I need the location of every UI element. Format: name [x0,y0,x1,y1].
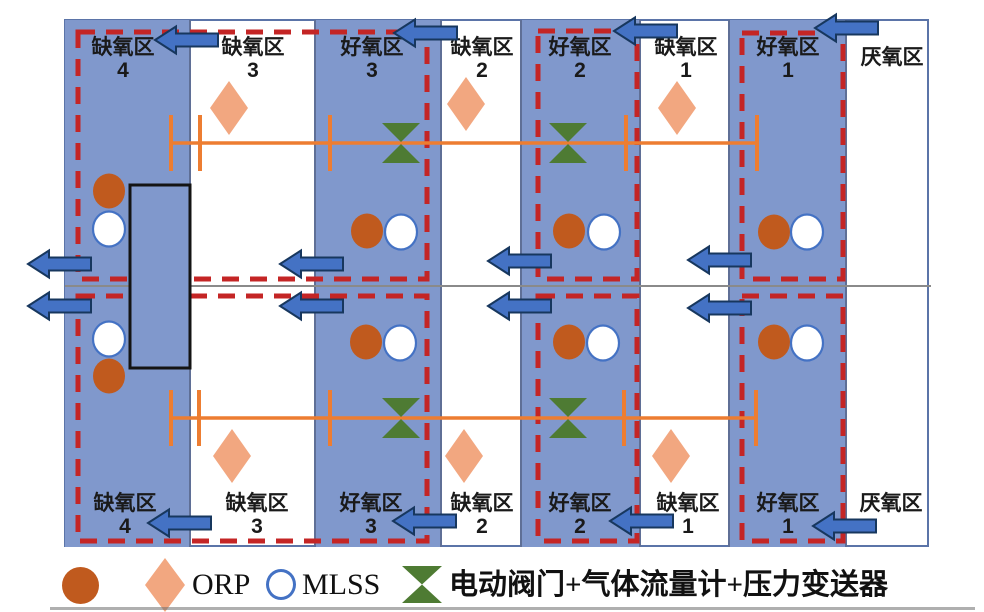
mlss-sensor-icon [586,213,622,251]
flow-arrow [814,13,879,43]
legend-sensor-circle-icon [62,567,99,604]
sensor-circle-icon [553,324,585,360]
mlss-sensor-icon [91,210,127,248]
zone-divider [314,20,316,547]
zone-label-anaerobic-bottom: 厌氧区 [859,492,923,515]
mlss-sensor-icon [91,320,127,358]
sensor-circle-icon [351,213,383,249]
flow-arrow [609,506,674,536]
zone-band-aerobic-3 [315,20,441,547]
orp-sensor-icon [213,429,251,483]
orp-sensor-icon [447,77,485,131]
control-zone-outline [75,293,430,544]
zone-label-anaerobic: 厌氧区 [860,46,924,69]
legend-mlss-label: MLSS [302,568,381,601]
zone-band-aerobic-2 [521,20,640,547]
sensor-circle-icon [93,358,125,394]
flow-arrow [147,508,212,538]
flow-arrow [613,16,678,46]
zone-divider [440,20,442,547]
flow-arrow [393,18,458,48]
mlss-sensor-icon [789,324,825,362]
zone-divider [639,20,641,547]
zone-divider [520,20,522,547]
zone-band-aerobic-1 [729,20,846,547]
sensor-circle-icon [758,214,790,250]
control-zone-outline [75,29,430,282]
flow-arrow [279,249,344,279]
control-zone-outline [535,28,640,282]
zone-divider [728,20,730,547]
sensor-circle-icon [93,173,125,209]
gate-structure [128,183,192,370]
legend-valve-label: 电动阀门+气体流量计+压力变送器 [449,569,889,601]
flow-arrow [487,246,552,276]
mlss-sensor-icon [383,213,419,251]
mlss-sensor-icon [789,213,825,251]
sensor-circle-icon [553,213,585,249]
legend-mlss-icon [266,569,296,600]
channel-center-line [65,285,931,287]
orp-sensor-icon [652,429,690,483]
flow-arrow [687,293,752,323]
mlss-sensor-icon [585,324,621,362]
zone-divider [845,20,847,547]
flow-arrow [27,249,92,279]
sensor-circle-icon [758,324,790,360]
orp-sensor-icon [658,81,696,135]
orp-sensor-icon [210,81,248,135]
mlss-sensor-icon [382,324,418,362]
sensor-circle-icon [350,324,382,360]
legend-orp-label: ORP [192,568,251,601]
orp-sensor-icon [445,429,483,483]
scan-artifact-line [50,607,975,610]
control-zone-outline [739,30,846,282]
